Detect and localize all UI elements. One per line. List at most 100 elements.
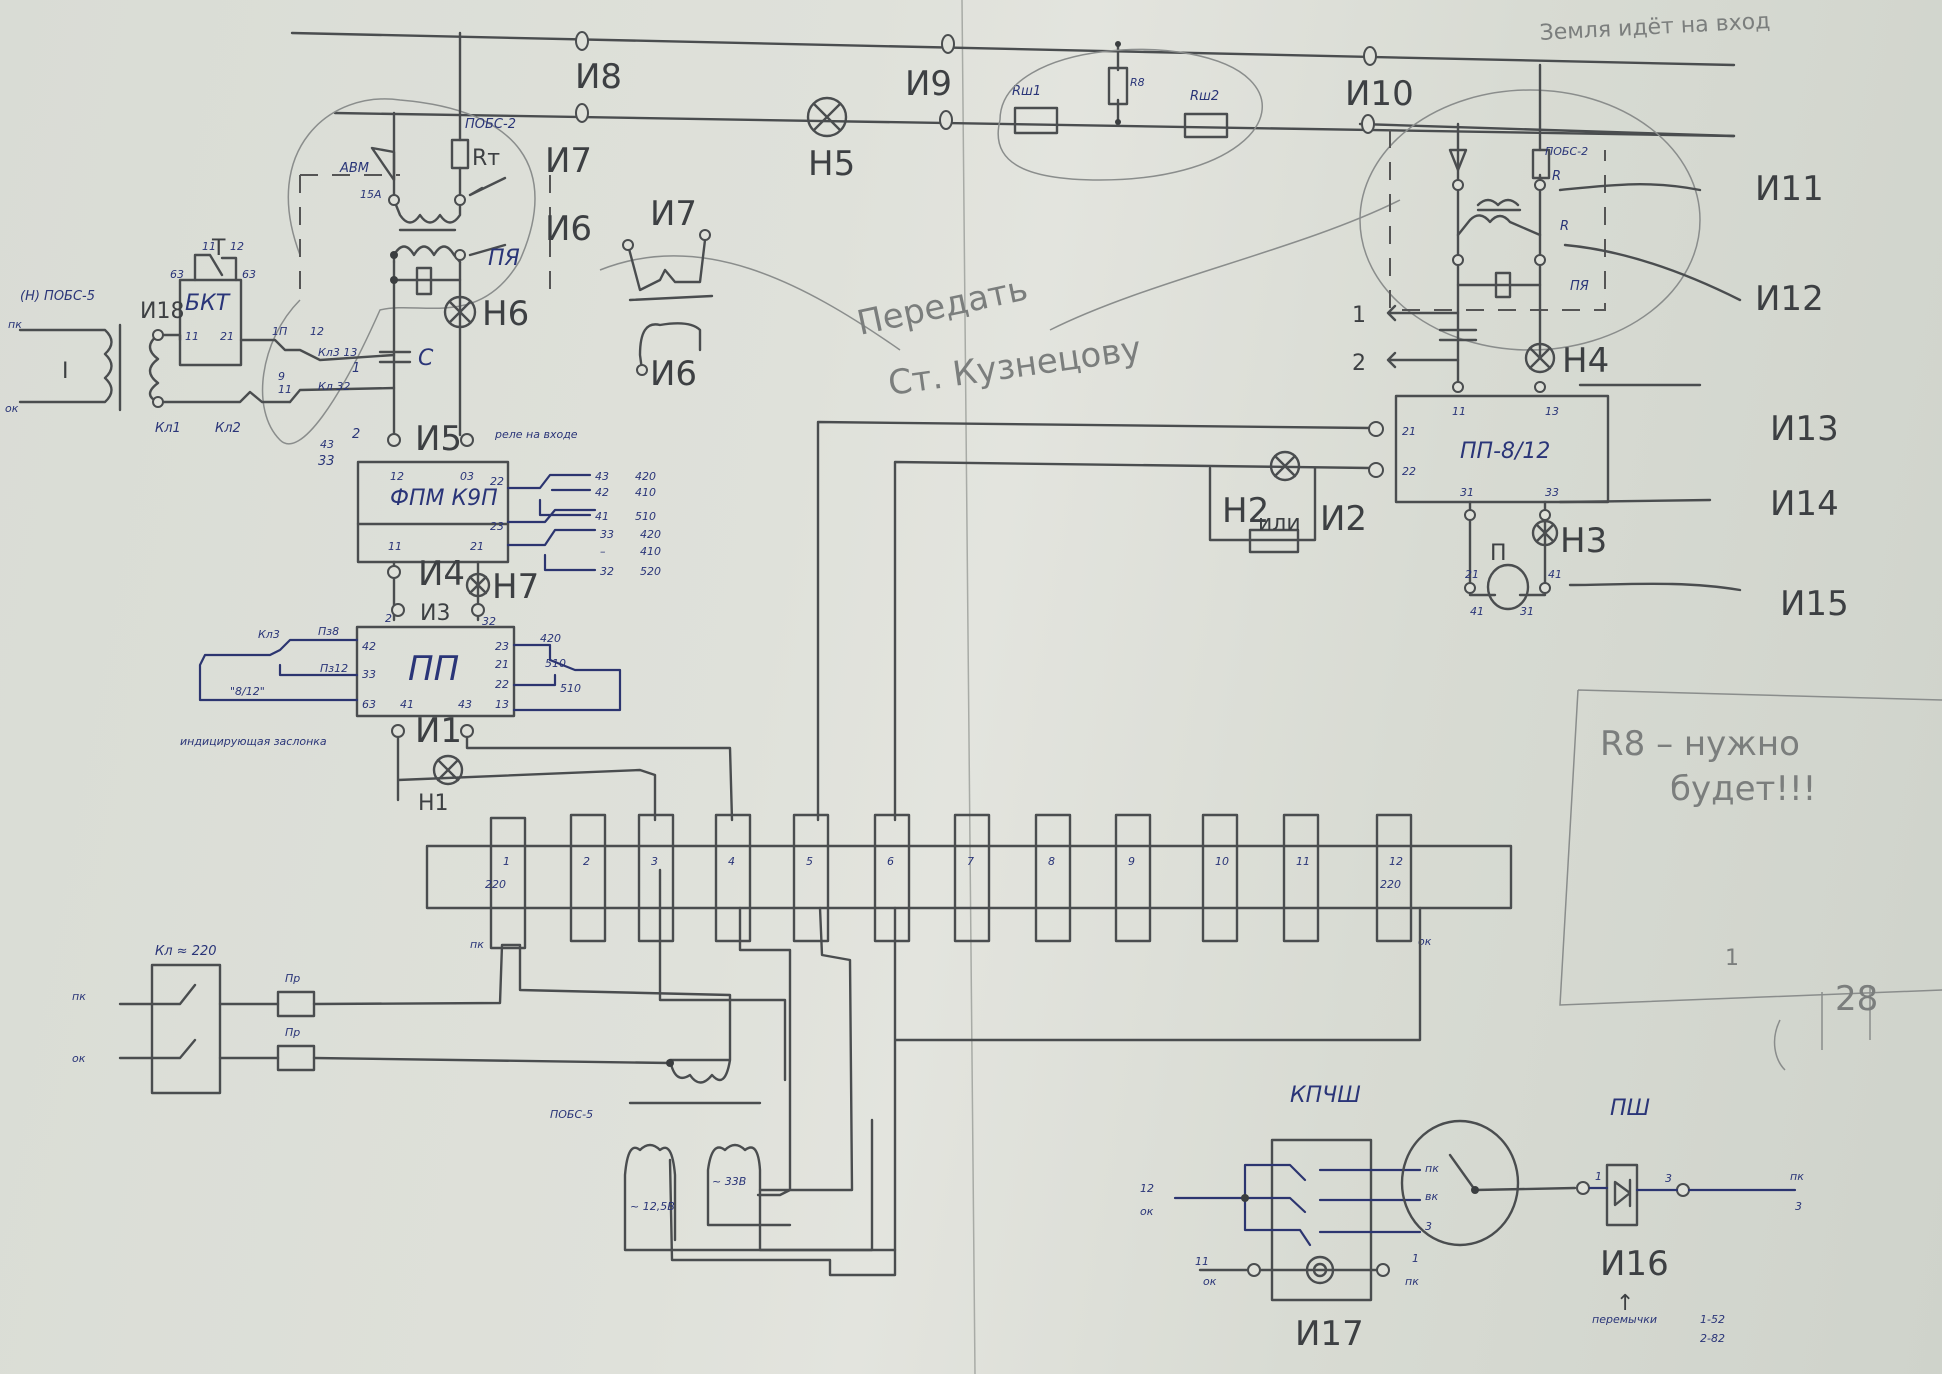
pin-label: 21 [1402,425,1416,438]
label-i9: И9 [905,64,952,104]
label-ok-strip: ок [1418,935,1432,948]
label-rsh1: Rш1 [1012,84,1041,99]
label-pk-supply: пк [72,990,86,1003]
label-transformer-i: I [62,359,69,384]
terminal-cell-2 [569,813,607,943]
label-pobs2-right: ПОБС-2 [1545,145,1588,158]
top-handwritten-note: Земля идёт на вход [1539,9,1771,46]
pin-label: 43 [595,470,609,483]
terminal-cell-3 [637,813,675,943]
label-h3: H3 [1560,521,1607,561]
pin-label: 1 [352,361,360,376]
label-pobs5-left: (Н) ПОБС-5 [20,289,95,304]
bkt-block [178,278,243,367]
label-i16: И16 [1600,1244,1669,1284]
pin-label: 43 [458,698,472,711]
lamp-h6-icon [443,295,477,329]
terminal-number: 10 [1215,855,1229,868]
note-box: R8 – нужно будет!!! 1 28 [1559,689,1942,1071]
supply-section: Кл ≈ 220 пк ок Пр Пр ПОБС-5 ~ 12,5В ~ 33… [72,868,1422,1277]
label-h7: H7 [492,567,539,607]
pin-label: ок [1203,1275,1217,1288]
fuse-2-icon [276,1044,316,1072]
resistor-rt-icon [450,138,470,170]
pin-label: 21 [1465,568,1479,581]
label-i2: И2 [1320,499,1367,539]
pin-label: 22 [495,678,509,691]
relay-cluster-right: ПОБС-2 R R ПЯ 1 2 H4 И11 И12 И13 И14 И15… [816,63,1849,822]
kpchsh-block: КПЧШ пк вк 3 12 ок 11 ок 1 пк И17 [1140,1083,1577,1354]
label-fuse-2: Пр [285,1026,300,1039]
terminal-cell-1 [489,816,527,950]
resistor-rsh1-icon [1013,106,1059,135]
label-r2: R [1560,219,1569,234]
label-i4: И4 [418,554,465,594]
motor-p-icon [1486,563,1530,611]
terminal-12-voltage: 220 [1380,878,1401,891]
label-pobs5-bottom: ПОБС-5 [550,1108,593,1121]
label-kl2: Кл2 [215,421,241,436]
pin-label: 1 [1595,1170,1602,1183]
output-1: 1 [1352,303,1366,328]
terminal-cell-10 [1201,813,1239,943]
label-pk-strip: пк [470,938,484,951]
note-number-1: 1 [1725,946,1739,971]
label-i6-middle: И6 [650,354,697,394]
pin-label: – [600,545,606,558]
terminal-number: 12 [1389,855,1403,868]
pin-label: 31 [1520,605,1534,618]
terminal-number: 3 [651,855,658,868]
note-line2: будет!!! [1670,769,1816,809]
label-psh: ПШ [1610,1096,1650,1121]
pin-label: 23 [490,520,504,533]
pin-label: ок [1140,1205,1154,1218]
label-h2: H2 [1222,491,1269,531]
label-kpchsh: КПЧШ [1290,1083,1361,1108]
label-ili: или [1258,511,1301,536]
label-p: П [1490,541,1507,566]
psh-block: ПШ 1 3 пк 3 И16 ↑ перемычки 1-52 2-82 [1576,1096,1804,1345]
pin-label: Кл 32 [318,380,350,393]
label-i11: И11 [1755,169,1824,209]
pin-label: 1 [1412,1252,1419,1265]
pin-label: 21 [220,330,234,343]
pin-value: 420 [540,632,561,645]
label-kl1: Кл1 [155,421,181,436]
winding-voltage-1: ~ 12,5В [630,1200,675,1213]
label-h6: H6 [482,294,529,334]
label-h4: H4 [1562,341,1609,381]
pin-label: 1П [272,325,287,338]
terminal-number: 8 [1048,855,1055,868]
label-avm: АВМ [339,161,369,176]
terminal-cell-9 [1114,813,1152,943]
label-pobs2: ПОБС-2 [465,117,516,132]
pin-label: 11 [1452,405,1466,418]
terminal-number: 11 [1296,855,1310,868]
terminal-cell-7 [953,813,991,943]
label-rt: Rт [472,146,500,171]
pin-label: 33 [1545,486,1559,499]
pin-label: 11 [1195,1255,1209,1268]
label-pya: ПЯ [488,246,520,271]
relay-cluster-left: ПОБС-2 Rт АВМ 15А И7 И6 ПЯ H6 C БКТ Т 11… [5,31,592,469]
pin-label: 33 [362,668,376,681]
note-line1: R8 – нужно [1600,724,1800,764]
pin-label: 11 [388,540,402,553]
pin-value: 510 [635,510,656,523]
pin-label: 9 [278,370,285,383]
pin-label: 11 [202,240,216,253]
pin-label: 32 [482,615,496,628]
pin-label: 3 [1425,1220,1432,1233]
label-jumpers: перемычки [1592,1313,1657,1326]
terminal-cell-11 [1282,813,1320,943]
label-h5: H5 [808,144,855,184]
pin-value: 510 [545,657,566,670]
pin-label: 3 [1665,1172,1672,1185]
label-ok: ок [5,402,19,415]
pin-label: 41 [1470,605,1484,618]
terminal-number: 2 [583,855,590,868]
label-i15: И15 [1780,584,1849,624]
label-i14: И14 [1770,484,1839,524]
label-i18: И18 [140,299,184,324]
